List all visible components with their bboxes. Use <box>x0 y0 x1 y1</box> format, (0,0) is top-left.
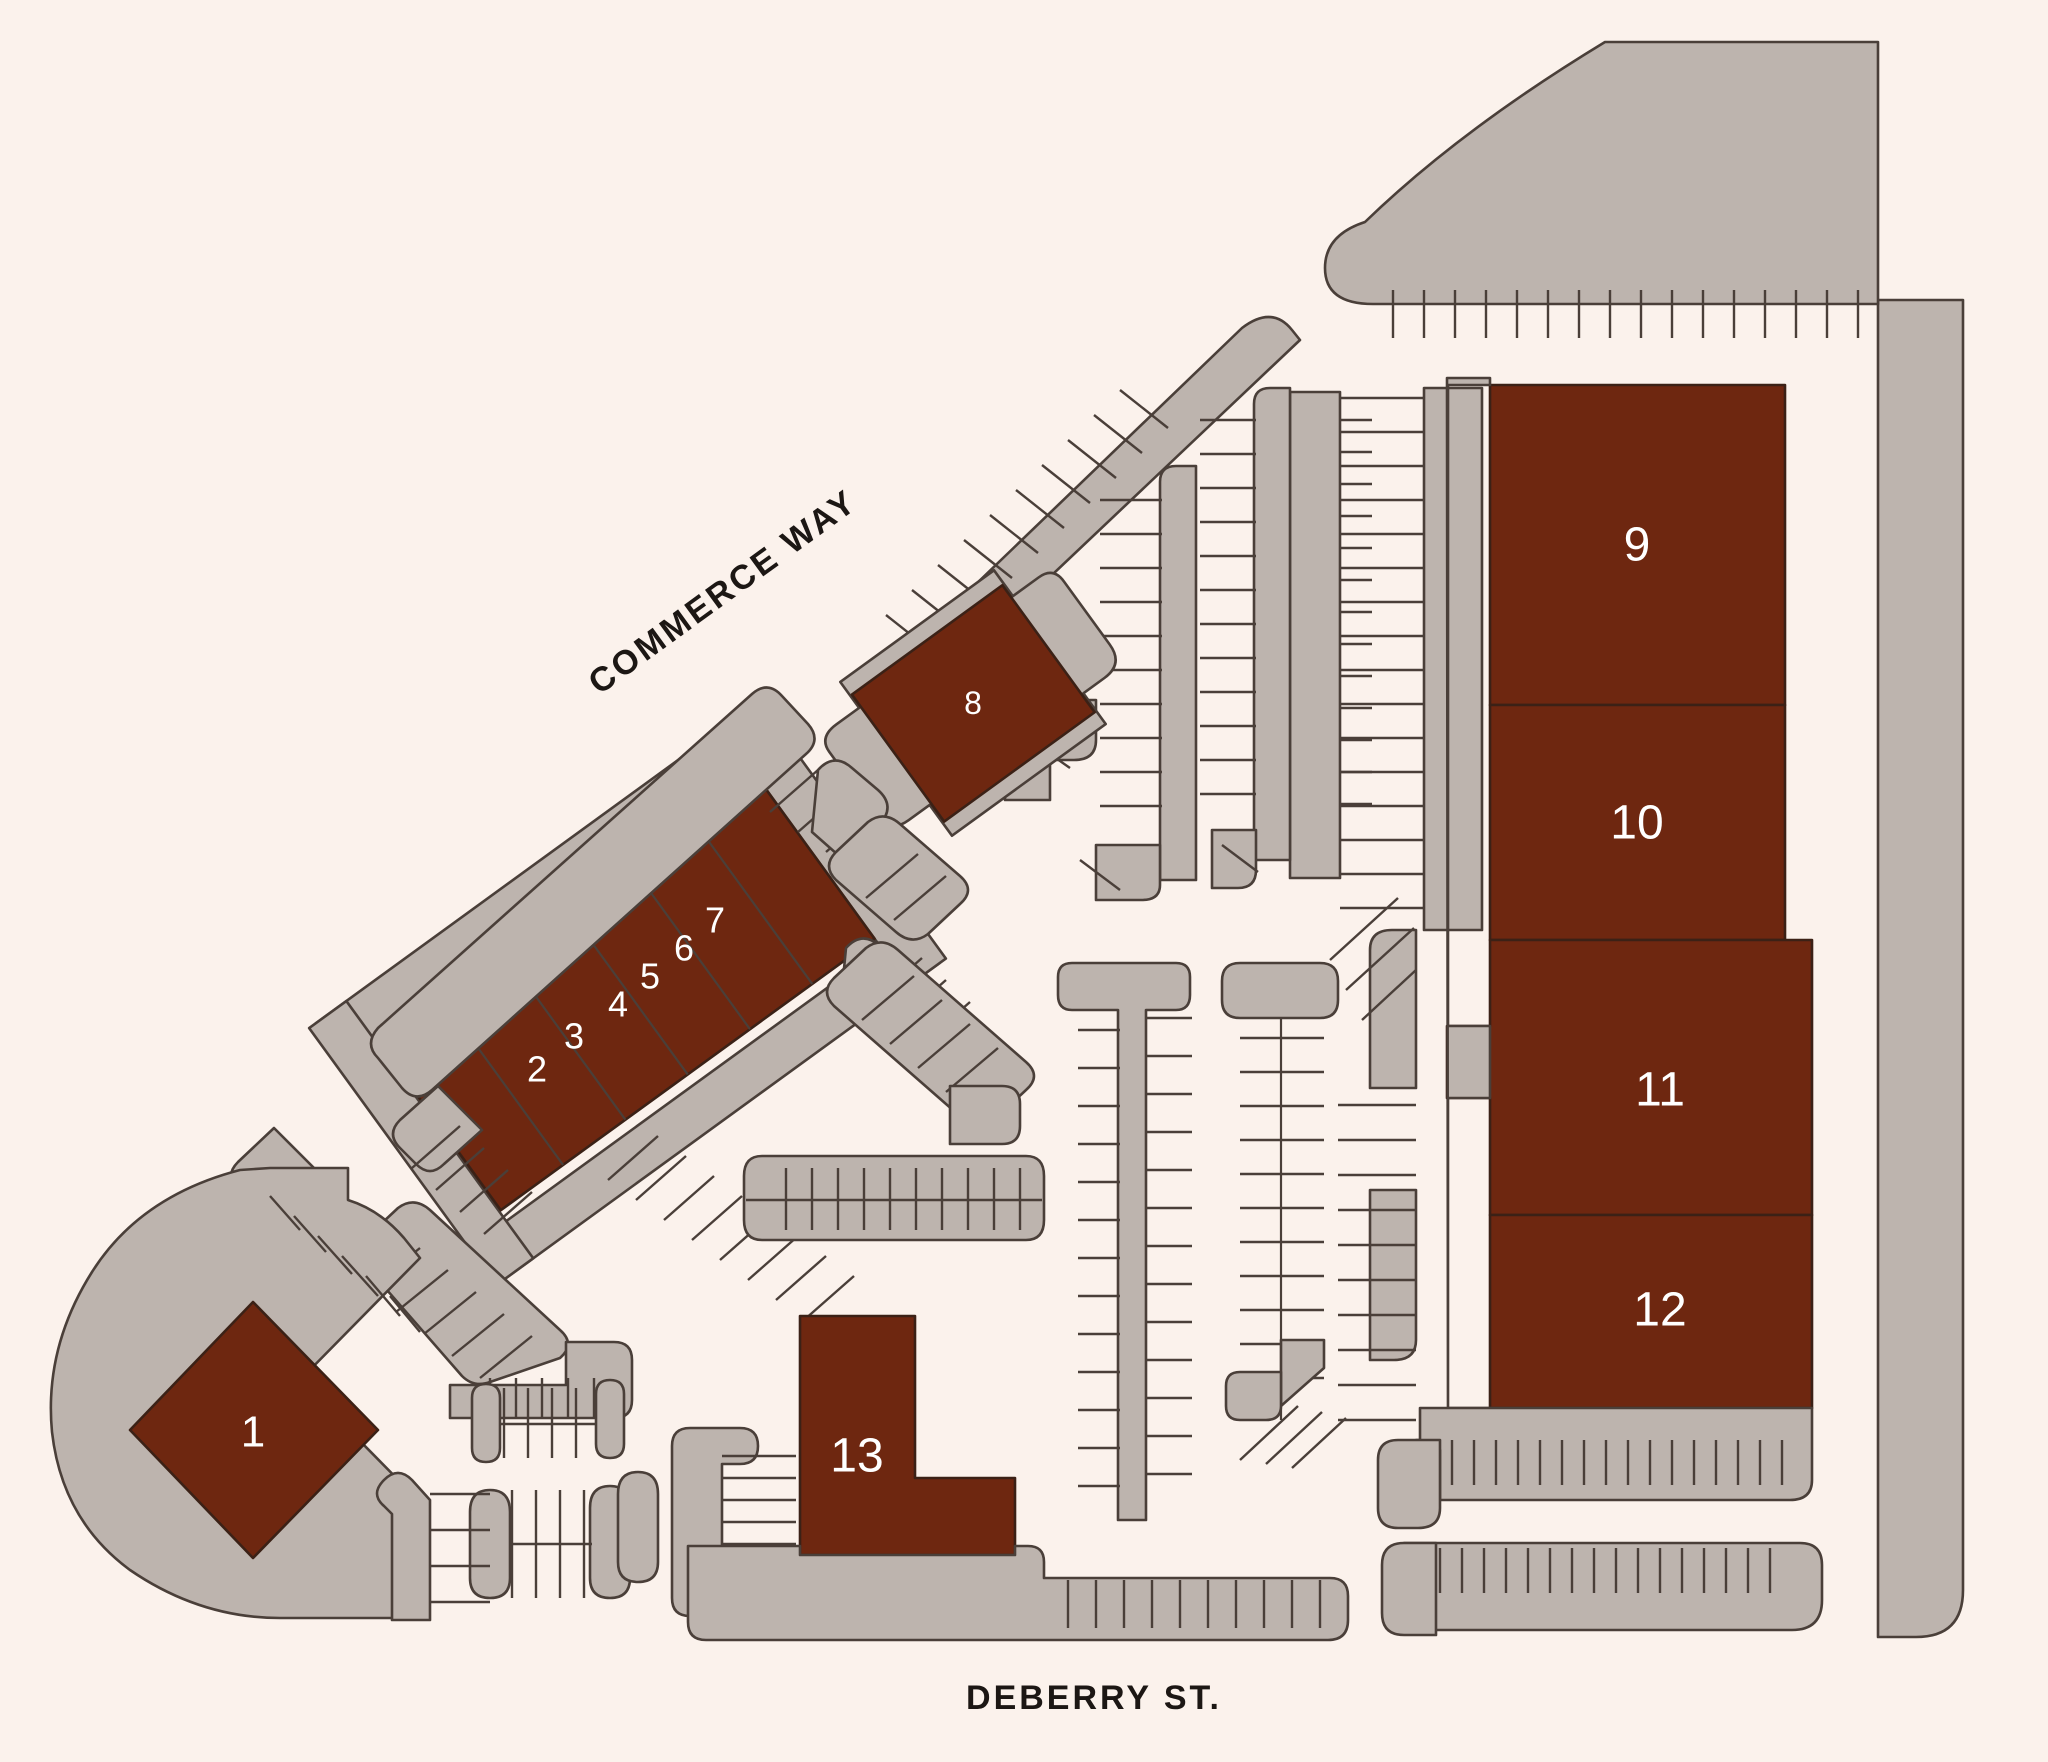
building-unit-1[interactable] <box>128 1300 380 1560</box>
stalls-bldg1-south <box>430 1492 490 1604</box>
island-se-lower <box>1402 1541 1824 1632</box>
deberry-st-label: DEBERRY ST. <box>966 1679 1222 1717</box>
stalls-east-column <box>1338 1103 1416 1422</box>
stalls-small-pod <box>500 1388 596 1458</box>
stalls-dumbbell <box>510 1490 592 1598</box>
building-unit-8[interactable] <box>850 583 1096 823</box>
unit-5-label: 5 <box>640 956 660 997</box>
island-north-col-2 <box>1252 386 1292 862</box>
unit-12-label: 12 <box>1633 1284 1686 1337</box>
unit-13-label: 13 <box>830 1430 883 1483</box>
stalls-north-col-2 <box>1200 418 1256 796</box>
unit-8-label: 8 <box>964 685 982 721</box>
island-mid-angled-cap <box>948 1084 1022 1146</box>
unit-9-label: 9 <box>1624 519 1651 572</box>
stalls-north-col-1 <box>1100 498 1162 808</box>
island-north-cap-1 <box>1094 843 1162 902</box>
north-entry-drive <box>1323 40 1880 306</box>
island-dumbbell-right-cap-b <box>616 1470 660 1584</box>
stalls-south-curb <box>1066 1580 1322 1628</box>
island-center-right-tail-b <box>1224 1370 1283 1422</box>
stalls-midleft-bank <box>746 1168 1042 1230</box>
north-parking-stalls <box>1391 290 1860 338</box>
stalls-upperleft-angled <box>865 853 947 921</box>
unit-11-label: 11 <box>1635 1064 1685 1117</box>
island-midleft-bank <box>742 1154 1046 1242</box>
curb-commerce-way <box>369 686 816 1098</box>
unit-6-label: 6 <box>674 928 694 969</box>
stalls-east-bank-a <box>1340 396 1424 910</box>
stalls-center-left-west <box>1078 1028 1120 1488</box>
island-se-lower-left-cap <box>1380 1541 1438 1637</box>
unit-1-label: 1 <box>241 1408 265 1457</box>
island-center-right <box>1220 961 1340 1020</box>
stalls-west-pod-1 <box>411 1125 533 1235</box>
building-8-group <box>824 569 1117 837</box>
island-center-left <box>1056 961 1192 1522</box>
unit-2-label: 2 <box>527 1049 547 1090</box>
island-bldg1-south <box>375 1471 432 1622</box>
stalls-se-row-1 <box>1450 1440 1784 1485</box>
south-curb-band-west <box>686 1544 1350 1642</box>
stalls-north-cap <box>1079 844 1259 891</box>
island-small-pod-a <box>470 1382 502 1464</box>
island-east-column-mid <box>1368 1188 1418 1362</box>
unit-10-label: 10 <box>1610 797 1663 850</box>
unit-3-label: 3 <box>564 1016 584 1057</box>
stalls-mid-angled <box>861 975 999 1093</box>
perimeter-road-right <box>1876 298 1965 1639</box>
stalls-se-row-2 <box>1438 1548 1772 1593</box>
building-unit-11[interactable] <box>1445 938 1814 1217</box>
island-north-col-1 <box>1158 464 1198 882</box>
island-east-upper <box>1422 386 1484 932</box>
stalls-center-angled-tail <box>1239 1405 1347 1469</box>
island-east-mid <box>1288 390 1342 880</box>
unit-4-label: 4 <box>608 984 628 1025</box>
unit-7-label: 7 <box>705 900 725 941</box>
stalls-east-column-angled <box>1329 897 1417 1021</box>
island-north-cap-2 <box>1210 828 1258 890</box>
stalls-building-1-ne <box>269 1195 421 1333</box>
island-small-pod-b <box>594 1378 626 1460</box>
island-east-column-top <box>1368 928 1418 1090</box>
stalls-strip-south <box>607 1135 855 1321</box>
stalls-center-left-east <box>1146 1016 1192 1476</box>
island-west-pod-1 <box>391 1084 484 1173</box>
island-upperleft-angled <box>827 815 970 941</box>
island-se-upper-b <box>1376 1438 1442 1530</box>
island-dumbbell-left-cap <box>468 1488 512 1600</box>
